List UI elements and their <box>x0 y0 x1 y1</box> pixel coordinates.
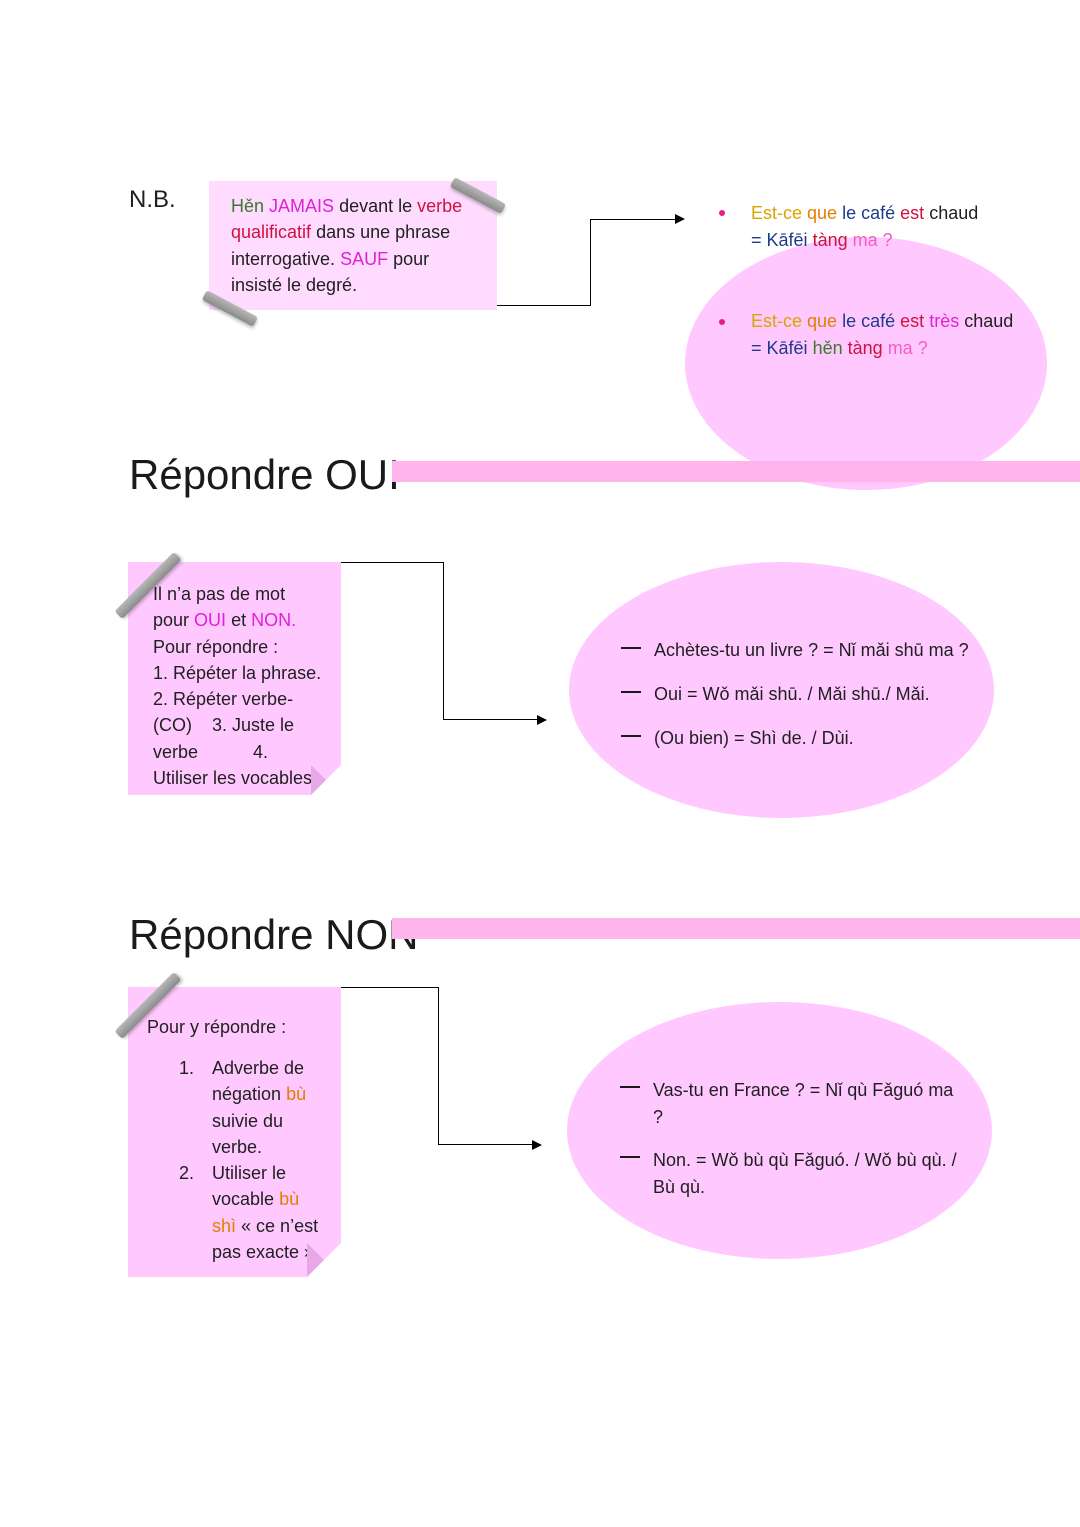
bullet-icon <box>719 210 725 216</box>
word-insiste: insisté le degré. <box>231 274 358 295</box>
oui-arrow-icon <box>537 715 547 725</box>
nb-example-2: Est-ce que le café est très chaud = Kāfē… <box>751 311 1014 358</box>
word-verbe: verbe <box>417 196 463 216</box>
page-curl-mask <box>311 765 341 795</box>
oui-note-text: Il n’a pas de mot pour OUI et NON. Pour … <box>153 584 322 789</box>
word-sauf: SAUF <box>340 248 389 269</box>
oui-bubble <box>569 562 994 818</box>
nb-connector-h1 <box>497 305 591 306</box>
nb-connector-h2 <box>590 219 676 220</box>
oui-answer-2: Oui = Wǒ mǎi shū. / Mǎi shū./ Mǎi. <box>654 684 930 704</box>
non-answer-2: Non. = Wǒ bù qù Fǎguó. / Wǒ bù qù. / Bù … <box>653 1150 957 1197</box>
oui-answer-1: Achètes-tu un livre ? = Nǐ mǎi shū ma ? <box>654 640 969 660</box>
non-connector-v <box>438 987 439 1145</box>
nb-connector-v <box>590 219 591 306</box>
dash-icon <box>620 1086 640 1088</box>
word-phrase: dans une phrase <box>316 222 451 243</box>
non-note-intro: Pour y répondre : <box>147 1017 287 1037</box>
oui-connector-h2 <box>443 719 538 720</box>
non-connector-h2 <box>438 1144 533 1145</box>
word-devant: devant le <box>339 196 413 216</box>
oui-sticky-note: Il n’a pas de mot pour OUI et NON. Pour … <box>128 562 341 795</box>
non-sticky-note: Pour y répondre : 1. Adverbe de négation… <box>128 987 341 1277</box>
non-item-2: Utiliser le vocable bù shì « ce n’est pa… <box>212 1163 319 1262</box>
word-qualificatif: qualificatif <box>231 222 312 243</box>
non-heading: Répondre NON <box>129 911 419 958</box>
nb-sticky-note: Hěn JAMAIS devant le verbe qualificatif … <box>209 181 497 310</box>
non-bubble <box>567 1002 992 1259</box>
bullet-icon <box>719 319 725 325</box>
oui-heading: Répondre OUI <box>129 451 400 498</box>
dash-icon <box>621 691 641 693</box>
word-hen: Hěn <box>231 196 265 216</box>
word-jamais: JAMAIS <box>269 196 335 216</box>
nb-arrow-icon <box>675 214 685 224</box>
nb-label: N.B. <box>129 186 176 213</box>
non-arrow-icon <box>532 1140 542 1150</box>
nb-example-1: Est-ce que le café est chaud = Kāfēi tàn… <box>751 203 979 250</box>
dash-icon <box>621 647 641 649</box>
non-item-2-number: 2. <box>179 1163 195 1183</box>
non-heading-bar <box>392 918 1080 939</box>
nb-note-text: Hěn JAMAIS devant le verbe qualificatif … <box>231 193 493 298</box>
oui-answer-3: (Ou bien) = Shì de. / Dùi. <box>654 728 854 748</box>
dash-icon <box>620 1156 640 1158</box>
non-item-1-number: 1. <box>179 1058 195 1078</box>
page-curl-mask <box>307 1243 341 1277</box>
oui-heading-bar <box>392 461 1080 482</box>
non-answer-1: Vas-tu en France ? = Nǐ qù Fǎguó ma ? <box>653 1080 954 1127</box>
oui-connector-v <box>443 562 444 720</box>
oui-connector-h1 <box>341 562 444 563</box>
dash-icon <box>621 735 641 737</box>
non-connector-h1 <box>341 987 439 988</box>
non-item-1: Adverbe de négation bù suivie du verbe. <box>212 1058 307 1157</box>
word-interrogative: interrogative. <box>231 248 336 269</box>
word-pour: pour <box>393 248 430 269</box>
nb-bubble <box>685 237 1047 490</box>
